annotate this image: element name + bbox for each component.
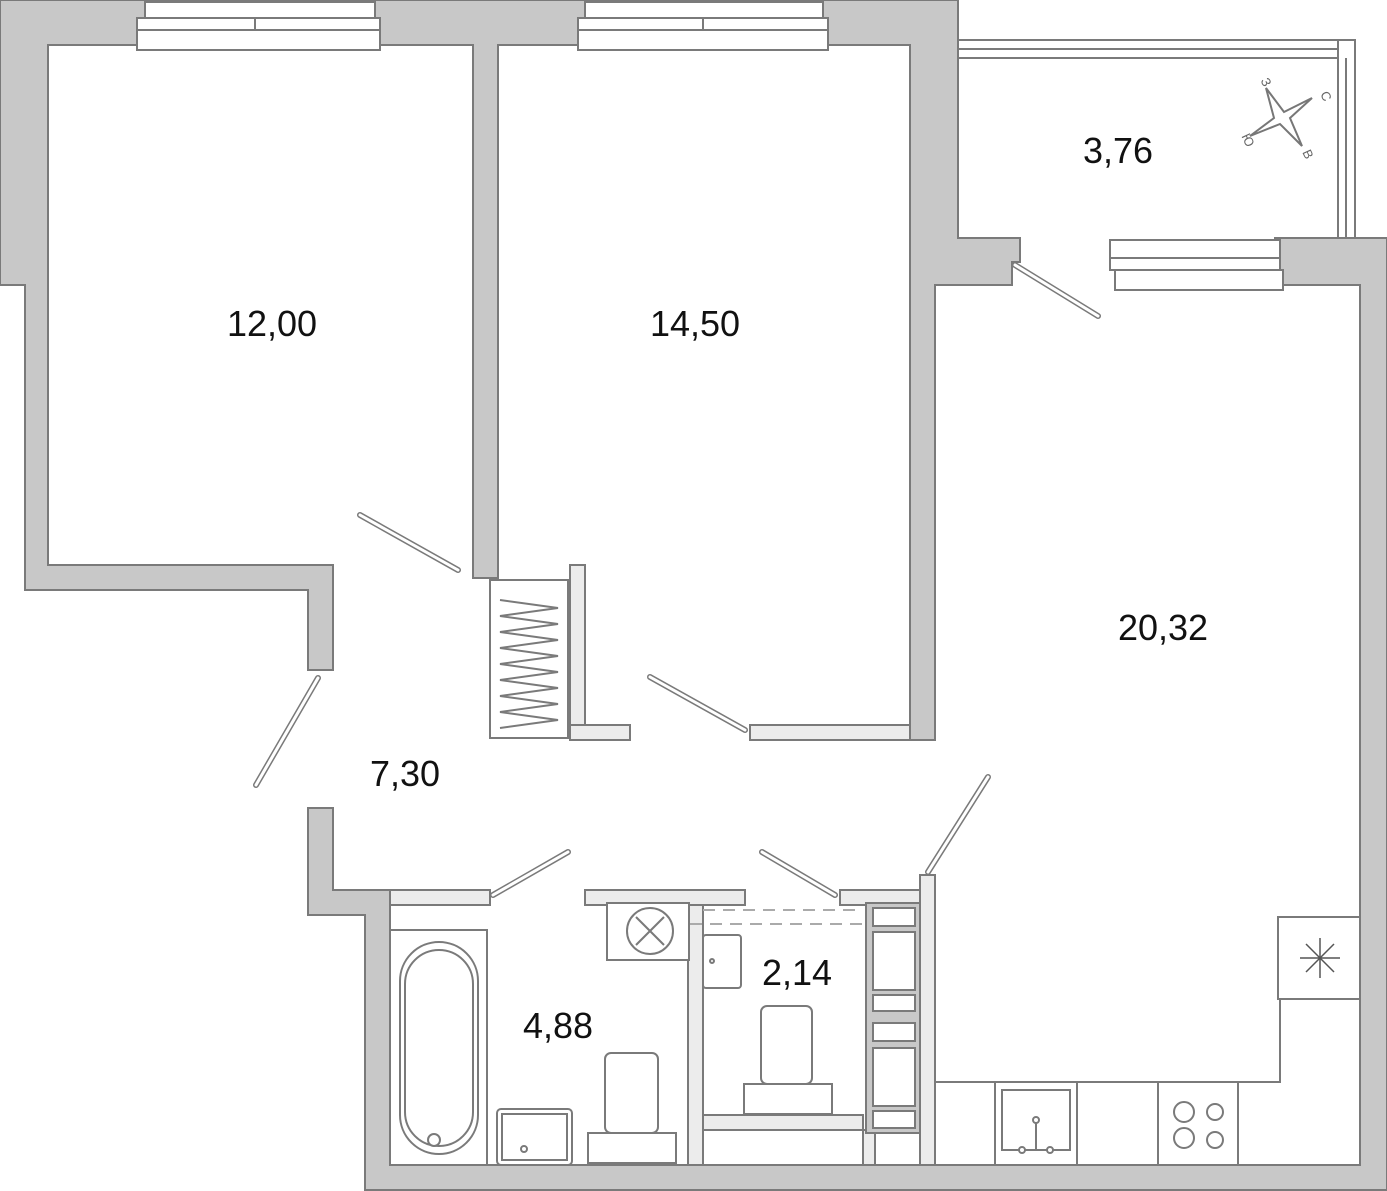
bathroom-fixtures bbox=[389, 902, 921, 1166]
compass-north: С bbox=[1317, 89, 1335, 104]
area-kitchen-living: 20,32 bbox=[1118, 607, 1208, 648]
compass-south: Ю bbox=[1239, 131, 1258, 149]
area-bathroom: 4,88 bbox=[523, 1005, 593, 1046]
area-bedroom-2: 14,50 bbox=[650, 303, 740, 344]
compass-east: В bbox=[1299, 147, 1316, 161]
area-bedroom-1: 12,00 bbox=[227, 303, 317, 344]
kitchen-fixtures bbox=[935, 916, 1361, 1166]
area-labels: 12,00 14,50 3,76 20,32 7,30 4,88 2,14 bbox=[227, 130, 1208, 1046]
area-toilet: 2,14 bbox=[762, 952, 832, 993]
area-hallway: 7,30 bbox=[370, 753, 440, 794]
wardrobe bbox=[489, 579, 569, 739]
compass-west: З bbox=[1258, 75, 1275, 89]
windows bbox=[136, 1, 1356, 291]
compass-icon: З С В Ю bbox=[1239, 75, 1335, 161]
doors bbox=[253, 262, 1101, 898]
area-balcony: 3,76 bbox=[1083, 130, 1153, 171]
